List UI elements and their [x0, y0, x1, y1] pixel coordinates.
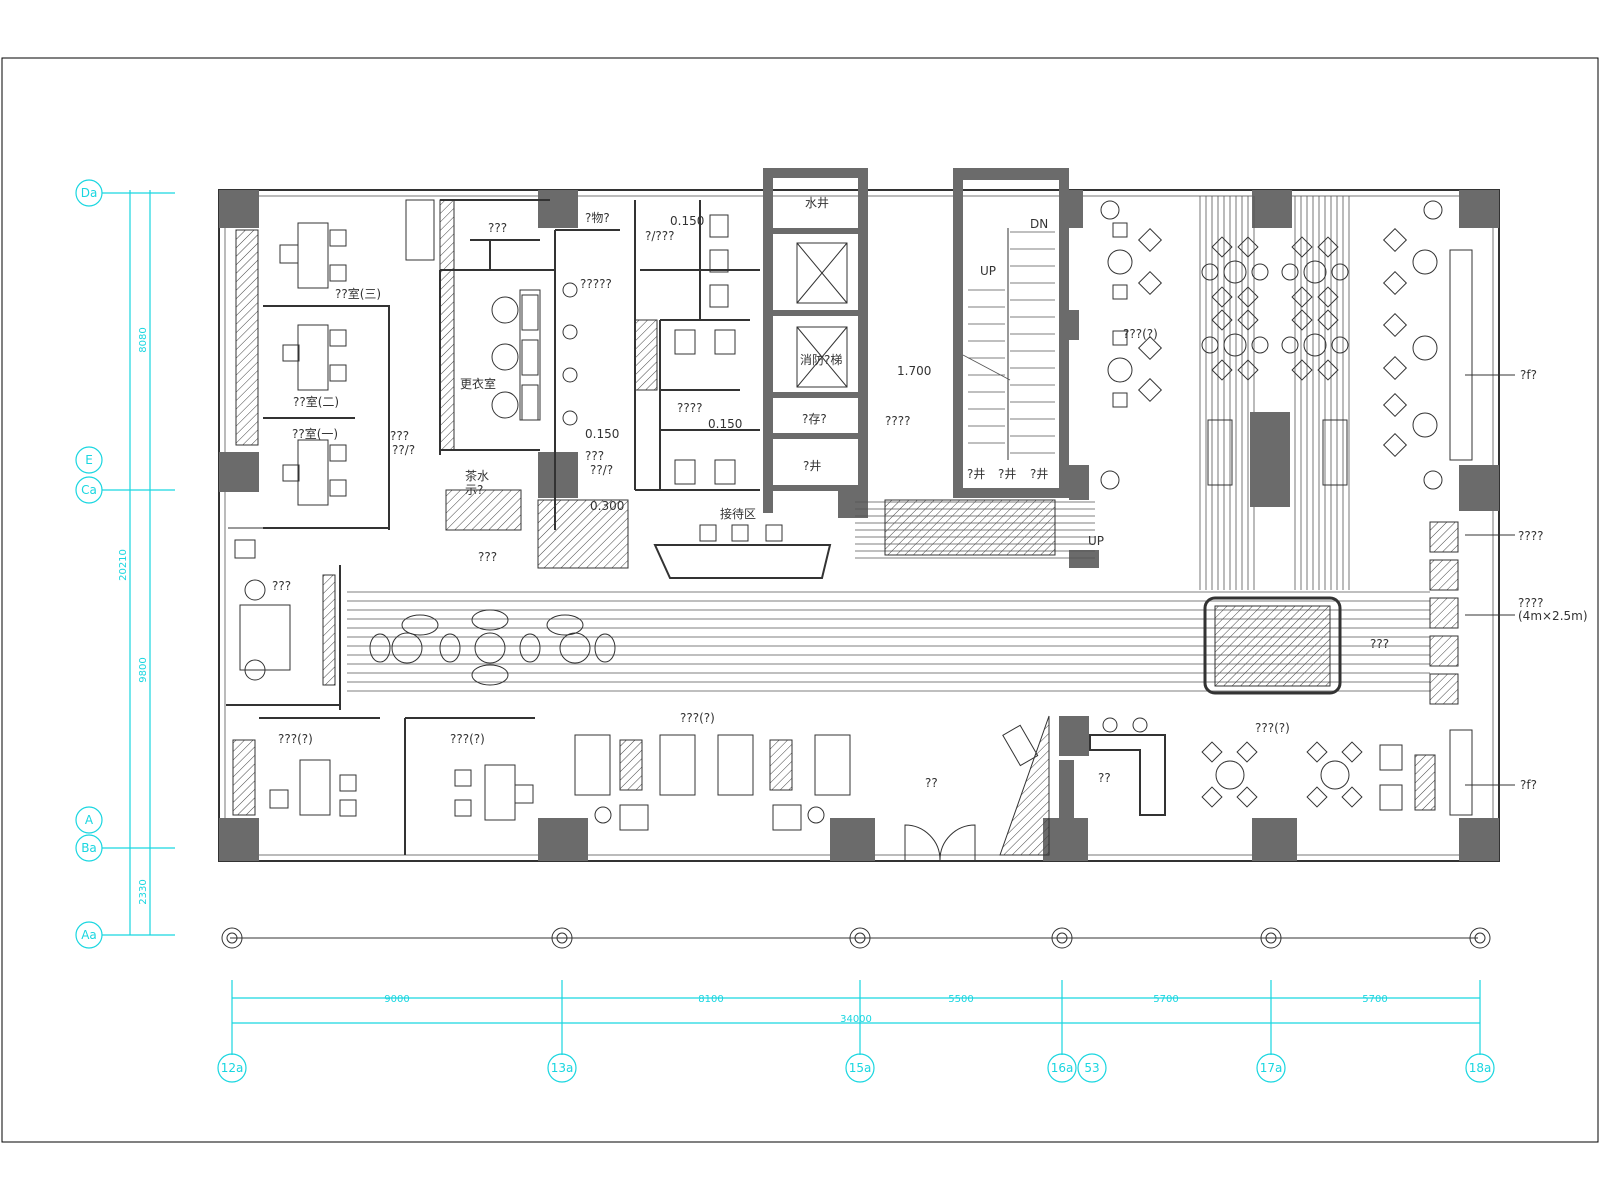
label-shaft2: ?井 [998, 467, 1016, 481]
axis-label-18a: 18a [1469, 1061, 1492, 1075]
label-bar: ?? [1098, 771, 1111, 785]
axis-label-E: E [85, 453, 93, 467]
label-right1: ?f? [1520, 368, 1537, 382]
axis-bubble-Aa [75, 921, 103, 949]
axis-label-Da: Da [81, 186, 98, 200]
label-water: 水井 [805, 196, 829, 210]
entrance-doors [904, 715, 1050, 861]
axis-label-A: A [85, 813, 94, 827]
label-office2: ??室(二) [293, 394, 339, 409]
axis-label-15a: 15a [849, 1061, 872, 1075]
label-dim-0150a: 0.150 [670, 214, 704, 228]
axis-label-13a: 13a [551, 1061, 574, 1075]
label-top-room: ??? [488, 221, 507, 235]
sheet-border [1, 57, 1599, 1143]
axis-label-Aa: Aa [81, 928, 97, 942]
label-dining-top: ???(?) [1123, 327, 1158, 341]
label-room-left-mid: ??? [390, 429, 409, 443]
label-tea2: 示? [465, 483, 483, 497]
reception-desk [653, 524, 832, 579]
label-code4: ?/??? [645, 229, 675, 243]
label-small-room: ??? [272, 579, 291, 593]
label-right5: ?f? [1520, 778, 1537, 792]
label-right3b: (4m×2.5m) [1518, 609, 1588, 623]
label-right2: ???? [1518, 529, 1543, 543]
dining-area-top [1100, 200, 1443, 507]
dim-left-2330: 2330 [138, 879, 149, 904]
dim-bottom-9000: 9000 [384, 994, 409, 1005]
label-up1: UP [980, 264, 996, 278]
axis-label-53: 53 [1084, 1061, 1099, 1075]
axis-label-12a: 12a [221, 1061, 244, 1075]
label-reception: 接待区 [720, 506, 756, 521]
axis-label-16a: 16a [1051, 1061, 1074, 1075]
partitions [226, 199, 760, 855]
label-right4: ??? [1370, 637, 1389, 651]
office-desks [234, 199, 435, 686]
axis-bubble-Da [75, 179, 103, 207]
dim-left-9800: 9800 [138, 657, 149, 682]
elevators [796, 242, 848, 388]
dim-bottom-8100: 8100 [698, 994, 723, 1005]
label-elev: 1.700 [897, 364, 931, 378]
display-boxes [1429, 249, 1515, 816]
label-corr-b: ??? [585, 449, 604, 463]
label-room-left-mid2: ??/? [392, 443, 415, 457]
left-axes: Da E Ca A Ba Aa 8080 20210 9800 2330 [75, 179, 175, 949]
label-up2: UP [1088, 534, 1104, 548]
dim-bottom-5700a: 5700 [1153, 994, 1178, 1005]
label-right3: ???? [1518, 596, 1543, 610]
dim-bottom-5500: 5500 [948, 994, 973, 1005]
label-lobby: ???? [885, 414, 910, 428]
label-dining-bottom: ???(?) [1255, 721, 1290, 735]
staircase [855, 228, 1095, 559]
dim-left-20210: 20210 [118, 549, 129, 581]
axis-label-17a: 17a [1260, 1061, 1283, 1075]
core-walls [763, 168, 1099, 568]
label-dim-0300: 0.300 [590, 499, 624, 513]
bottom-offices [232, 739, 534, 821]
label-meeting: 更衣室 [460, 376, 496, 391]
label-tea: 茶水 [465, 468, 489, 483]
dim-total: 34000 [840, 1014, 872, 1025]
label-corr-b2: ??/? [590, 463, 613, 477]
label-lounge: ???(?) [680, 711, 715, 725]
label-office1: ??室(一) [292, 426, 338, 441]
label-shaft3: ?井 [1030, 467, 1048, 481]
dim-left-8080: 8080 [138, 327, 149, 352]
axis-bubble-Ca [75, 476, 103, 504]
floor-feature [1203, 596, 1342, 695]
label-lobby-bottom: ?? [925, 776, 938, 790]
label-dim-0150b: 0.150 [585, 427, 619, 441]
label-office3: ??室(三) [335, 286, 381, 301]
label-bottom-office1: ???(?) [278, 732, 313, 746]
axis-bubble-E [75, 446, 103, 474]
label-shaft1: ?井 [967, 467, 985, 481]
label-dn: DN [1030, 217, 1048, 231]
lounge-sofas [574, 734, 851, 831]
label-pantry: ????? [580, 277, 612, 291]
label-toilet: ???? [677, 401, 702, 415]
label-bottom-office2: ???(?) [450, 732, 485, 746]
meeting-table [491, 289, 541, 421]
corridor-tables [369, 609, 616, 686]
bottom-axes: 9000 8100 5500 5700 5700 34000 12a 13a 1… [217, 927, 1495, 1083]
label-fire-lift: 消防?梯 [800, 352, 842, 367]
room-labels: ??室(三) ??室(二) ??室(一) ??? ?物? 0.150 ?/???… [272, 196, 1588, 792]
dim-bottom-5700b: 5700 [1362, 994, 1387, 1005]
axis-bubble-A [75, 806, 103, 834]
axis-label-Ca: Ca [81, 483, 97, 497]
label-corridor-a: ??? [478, 550, 497, 564]
axis-label-Ba: Ba [81, 841, 97, 855]
label-dim-0150c: 0.150 [708, 417, 742, 431]
toilets [562, 214, 736, 485]
bar-dining-bottom [1089, 717, 1436, 816]
label-storage2: ?存? [802, 412, 827, 426]
label-storage1: ?物? [585, 211, 610, 225]
axis-bubble-Ba [75, 834, 103, 862]
label-well: ?井 [803, 459, 821, 473]
